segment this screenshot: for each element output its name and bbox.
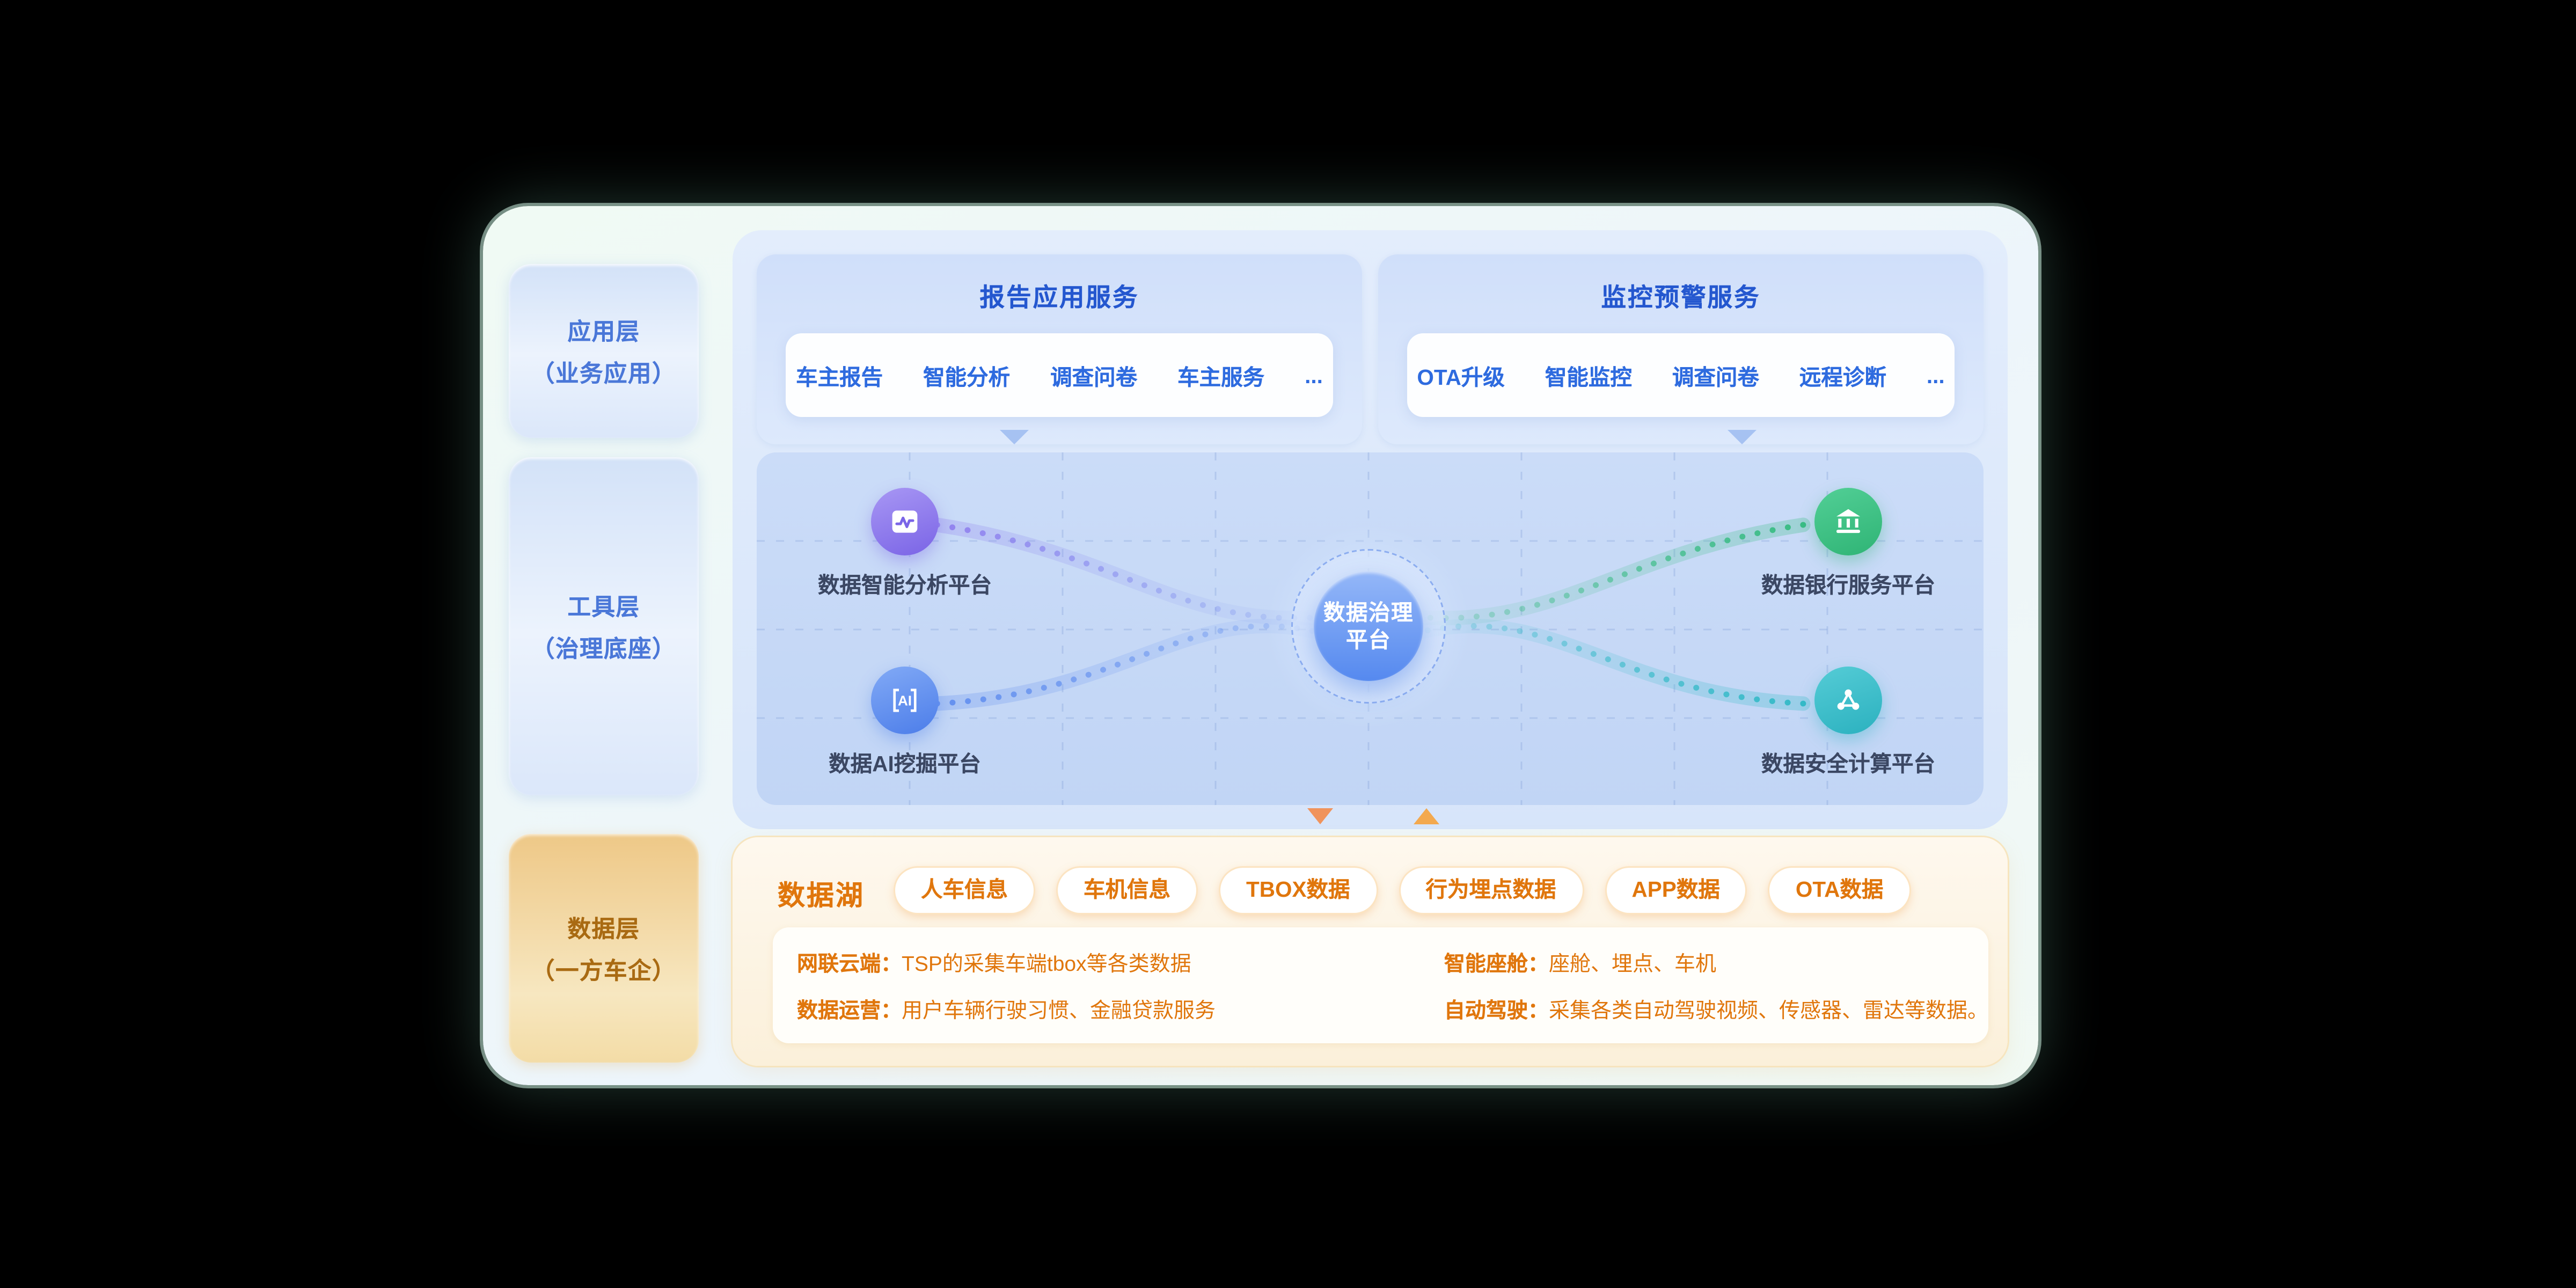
- data-tag: 人车信息: [895, 868, 1034, 913]
- service-item: 智能分析: [923, 365, 1011, 390]
- data-tag: 行为埋点数据: [1400, 868, 1582, 913]
- node-label: 数据智能分析平台: [818, 573, 992, 597]
- detail-line: 智能座舱：座舱、埋点、车机: [1444, 947, 1988, 977]
- detail-label: 网联云端：: [797, 952, 902, 976]
- ai-brackets-icon: AI: [871, 667, 939, 734]
- detail-label: 数据运营：: [797, 998, 902, 1022]
- node-data-bank-platform: 数据银行服务平台: [1711, 488, 1984, 599]
- detail-label: 智能座舱：: [1444, 952, 1549, 976]
- node-label: 数据安全计算平台: [1761, 752, 1935, 776]
- flow-arrow-down-icon: [1728, 430, 1757, 444]
- data-flow-up-icon: [1414, 808, 1439, 824]
- bank-icon: [1814, 488, 1882, 555]
- data-lake-details-box: 网联云端：TSP的采集车端tbox等各类数据 数据运营：用户车辆行驶习惯、金融贷…: [773, 927, 1988, 1043]
- node-secure-compute-platform: 数据安全计算平台: [1711, 667, 1984, 778]
- node-label: 数据AI挖掘平台: [829, 752, 981, 776]
- details-column-left: 网联云端：TSP的采集车端tbox等各类数据 数据运营：用户车辆行驶习惯、金融贷…: [773, 947, 1444, 1024]
- architecture-panel: 应用层 （业务应用） 工具层 （治理底座） 数据层 （一方车企） 报告应用服务 …: [483, 206, 2038, 1085]
- layer-title: 工具层: [567, 595, 640, 621]
- service-group-title: 监控预警服务: [1601, 285, 1761, 312]
- details-column-right: 智能座舱：座舱、埋点、车机 自动驾驶：采集各类自动驾驶视频、传感器、雷达等数据。: [1444, 947, 1988, 1024]
- data-lake-title: 数据湖: [778, 881, 865, 911]
- detail-text: 用户车辆行驶习惯、金融贷款服务: [902, 998, 1216, 1022]
- data-tag: 车机信息: [1058, 868, 1196, 913]
- layer-data: 数据层 （一方车企）: [509, 834, 699, 1063]
- layer-application: 应用层 （业务应用）: [509, 264, 699, 438]
- service-group-report: 报告应用服务 车主报告 智能分析 调查问卷 车主服务 ...: [757, 254, 1362, 444]
- data-lake-tags: 人车信息 车机信息 TBOX数据 行为埋点数据 APP数据 OTA数据: [895, 868, 1909, 913]
- detail-text: 采集各类自动驾驶视频、传感器、雷达等数据。: [1548, 998, 1988, 1022]
- node-ai-mining-platform: AI 数据AI挖掘平台: [768, 667, 1042, 778]
- flow-arrow-down-icon: [1000, 430, 1029, 444]
- layer-subtitle: （治理底座）: [531, 636, 676, 663]
- detail-line: 数据运营：用户车辆行驶习惯、金融贷款服务: [797, 993, 1444, 1024]
- service-item: 智能监控: [1545, 365, 1632, 390]
- service-item: 调查问卷: [1672, 365, 1759, 390]
- detail-line: 自动驾驶：采集各类自动驾驶视频、传感器、雷达等数据。: [1444, 993, 1988, 1024]
- layer-subtitle: （一方车企）: [531, 958, 676, 985]
- layer-tools: 工具层 （治理底座）: [509, 457, 699, 795]
- data-lake-panel: 数据湖 人车信息 车机信息 TBOX数据 行为埋点数据 APP数据 OTA数据 …: [733, 837, 2008, 1066]
- data-flow-down-icon: [1307, 808, 1333, 824]
- data-tag: TBOX数据: [1220, 868, 1376, 913]
- ai-glyph: AI: [898, 693, 912, 709]
- service-item-more: ...: [1305, 363, 1323, 387]
- service-items-bar: 车主报告 智能分析 调查问卷 车主服务 ...: [786, 333, 1333, 417]
- detail-text: TSP的采集车端tbox等各类数据: [902, 952, 1191, 976]
- service-item: 车主报告: [796, 365, 883, 390]
- service-item: 调查问卷: [1050, 365, 1138, 390]
- node-analytics-platform: 数据智能分析平台: [768, 488, 1042, 599]
- center-label-line2: 平台: [1346, 628, 1391, 652]
- analytics-wave-icon: [871, 488, 939, 555]
- service-item: 车主服务: [1177, 365, 1265, 390]
- detail-line: 网联云端：TSP的采集车端tbox等各类数据: [797, 947, 1444, 977]
- layer-title: 应用层: [567, 319, 640, 346]
- governance-map: 数据治理 平台 数据智能分析平台 AI 数据AI挖掘平台: [757, 452, 1984, 805]
- map-grid-and-links: [757, 452, 1984, 805]
- center-label-line1: 数据治理: [1323, 601, 1414, 625]
- service-item-more: ...: [1926, 363, 1945, 387]
- services-and-map-panel: 报告应用服务 车主报告 智能分析 调查问卷 车主服务 ... 监控预警服务 OT…: [733, 230, 2008, 829]
- data-tag: OTA数据: [1769, 868, 1909, 913]
- share-nodes-icon: [1814, 667, 1882, 734]
- service-group-monitoring: 监控预警服务 OTA升级 智能监控 调查问卷 远程诊断 ...: [1378, 254, 1984, 444]
- layer-subtitle: （业务应用）: [531, 361, 676, 387]
- governance-center-node: 数据治理 平台: [1314, 572, 1423, 681]
- service-group-title: 报告应用服务: [979, 285, 1139, 312]
- data-tag: APP数据: [1606, 868, 1746, 913]
- detail-text: 座舱、埋点、车机: [1548, 952, 1716, 976]
- service-items-bar: OTA升级 智能监控 调查问卷 远程诊断 ...: [1407, 333, 1955, 417]
- node-label: 数据银行服务平台: [1761, 573, 1935, 597]
- layer-title: 数据层: [567, 917, 640, 943]
- detail-label: 自动驾驶：: [1444, 998, 1549, 1022]
- service-item: 远程诊断: [1799, 365, 1886, 390]
- service-item: OTA升级: [1417, 365, 1505, 390]
